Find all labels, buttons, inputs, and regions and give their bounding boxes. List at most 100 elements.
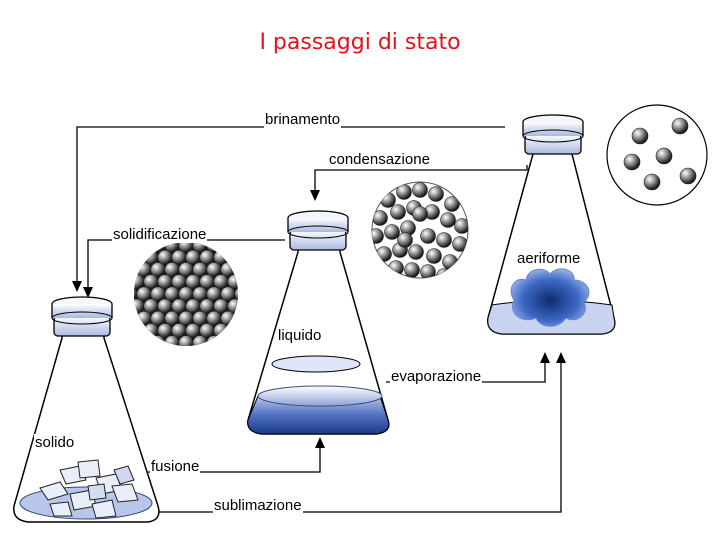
solid-particle: [249, 311, 263, 325]
solid-particle: [200, 348, 214, 362]
label-liquido: liquido: [277, 327, 323, 344]
solid-particle: [256, 299, 270, 313]
solid-particle: [206, 335, 222, 346]
liquid-particle: [384, 224, 400, 240]
liquid-particle: [444, 196, 460, 212]
liquid-particle: [412, 182, 428, 198]
solid-particle: [242, 275, 256, 289]
solid-particle: [256, 323, 270, 337]
solid-particle: [220, 335, 236, 346]
solid-particle: [186, 348, 200, 362]
liquid-particle: [372, 228, 384, 244]
gas-particle: [655, 147, 673, 165]
liquid-particle: [376, 246, 392, 262]
solid-particle: [234, 335, 238, 346]
liquid-particle: [390, 204, 406, 220]
solid-particle: [136, 335, 152, 346]
solid-particle: [116, 299, 130, 313]
liquid-particle: [440, 212, 456, 228]
liquid-particle: [428, 186, 444, 202]
solid-particle: [227, 323, 238, 339]
solid-particle: [228, 226, 242, 240]
solid-particle: [242, 323, 256, 337]
evaporazione-arrow-icon: [540, 352, 550, 363]
sublimazione-arrow-icon: [556, 352, 566, 363]
liquid-particle: [420, 264, 436, 278]
solid-particle: [227, 249, 238, 265]
gas-particle: [671, 117, 689, 135]
solid-particle: [228, 348, 242, 362]
liquid-flask: [247, 210, 390, 435]
solid-particle: [178, 335, 194, 346]
gas-particle: [679, 167, 697, 185]
solid-particle: [150, 335, 166, 346]
liquid-particle: [442, 254, 458, 270]
fusione-arrow-icon: [315, 437, 325, 448]
label-solido: solido: [34, 434, 76, 451]
solid-particle: [242, 299, 256, 313]
solid-particle: [242, 348, 256, 362]
liquid-particle: [436, 232, 452, 248]
solid-particle: [109, 336, 123, 350]
solid-particle: [134, 249, 145, 265]
solid-particle: [144, 348, 158, 362]
arrow-heads: [72, 190, 566, 448]
solid-flask: [13, 296, 160, 523]
solid-particle: [234, 286, 238, 302]
gas-particle: [623, 153, 641, 171]
liquid-particles-circle: [371, 181, 469, 279]
label-brinamento: brinamento: [264, 111, 342, 128]
solid-particle: [256, 275, 270, 289]
solid-particle: [109, 287, 123, 301]
solid-particle: [192, 335, 208, 346]
liquid-particle: [426, 248, 442, 264]
label-solidificazione: solidificazione: [112, 226, 208, 243]
liquid-particle: [436, 268, 452, 278]
solid-particle: [109, 262, 123, 276]
gas-flask: [487, 114, 616, 335]
liquid-particle: [454, 218, 468, 234]
solid-particle: [134, 310, 138, 326]
solid-particle: [234, 262, 238, 278]
solid-particle: [214, 348, 228, 362]
solid-particle: [116, 250, 130, 264]
liquid-particle: [380, 192, 396, 208]
gas-particles-circle: [606, 104, 708, 206]
solid-particle: [172, 348, 186, 362]
solid-particle: [249, 287, 263, 301]
label-sublimazione: sublimazione: [213, 497, 303, 514]
label-fusione: fusione: [150, 458, 201, 475]
gas-cloud: [510, 268, 590, 327]
liquid-particle: [452, 236, 468, 252]
solid-particle: [164, 335, 180, 346]
label-condensazione: condensazione: [328, 151, 431, 168]
solid-particle: [249, 262, 263, 276]
solid-particle: [134, 335, 138, 346]
gas-particle: [631, 127, 649, 145]
solid-particle: [256, 226, 270, 240]
label-evaporazione: evaporazione: [390, 368, 483, 385]
solid-particle: [249, 336, 263, 350]
solid-particle: [214, 226, 228, 240]
solid-particle: [116, 348, 130, 362]
solid-particle: [242, 250, 256, 264]
liquid-particle: [397, 232, 413, 248]
solid-particle: [256, 250, 270, 264]
ice-crystals: [39, 459, 139, 519]
label-aeriforme: aeriforme: [516, 250, 582, 267]
solid-particles-circle: [109, 226, 270, 362]
liquid-particle: [420, 228, 436, 244]
solid-particle: [116, 275, 130, 289]
liquid-particle: [388, 260, 404, 276]
condensazione-arrow-icon: [310, 190, 320, 201]
solidificazione-arrow-icon: [83, 287, 93, 298]
solid-particle: [234, 310, 238, 326]
liquid-particle: [408, 244, 424, 260]
solid-particle: [158, 348, 172, 362]
solid-particle: [134, 323, 145, 339]
solid-particle: [130, 348, 144, 362]
liquid-particle: [404, 262, 420, 278]
page-title: I passaggi di stato: [259, 30, 461, 55]
